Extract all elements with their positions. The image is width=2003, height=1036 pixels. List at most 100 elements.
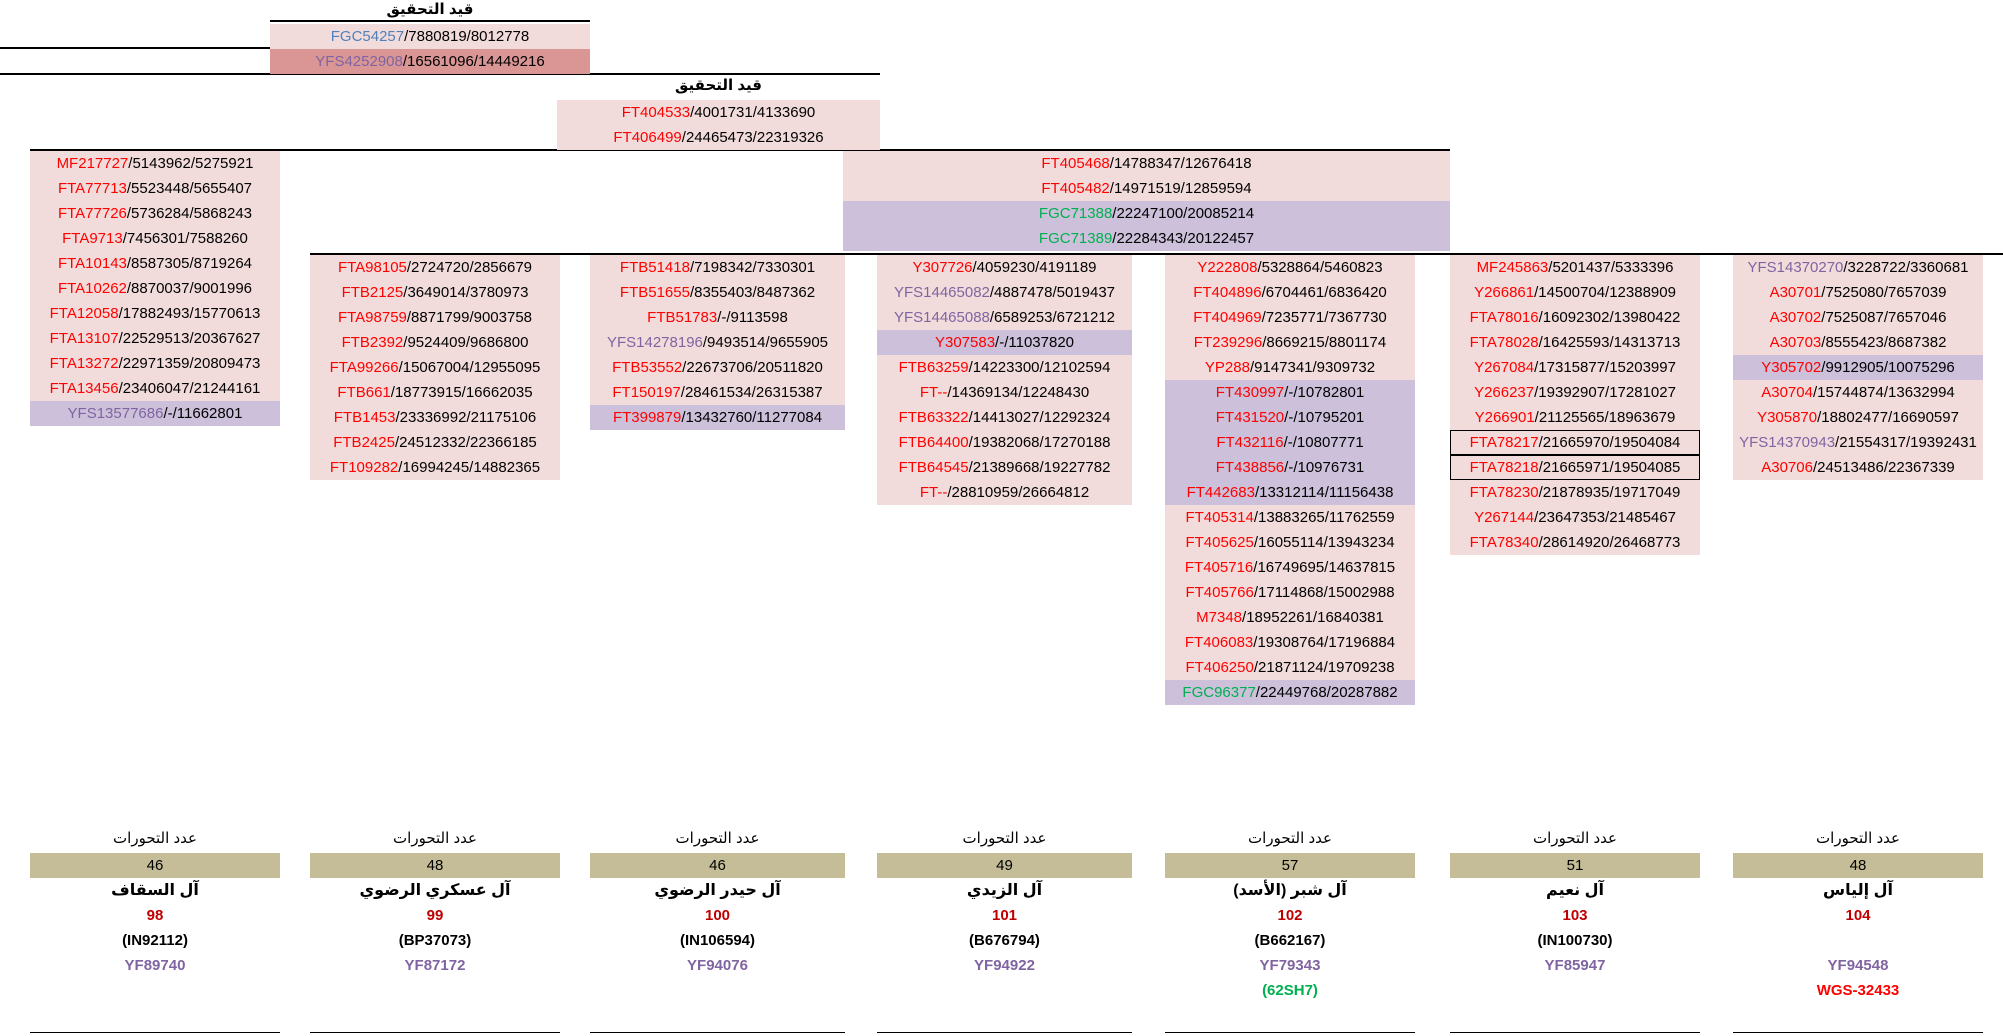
snp-name: FTA77726 — [57, 205, 127, 222]
snp-positions: /5143962/5275921 — [128, 155, 254, 172]
family-name: آل إلياس — [1823, 882, 1893, 899]
snp-positions: /4887478/5019437 — [989, 284, 1116, 301]
snp-positions: /14413027/12292324 — [968, 409, 1111, 426]
snp-positions: /8870037/9001996 — [126, 280, 253, 297]
mutation-count: 48 — [1733, 853, 1983, 878]
mutation-count: 46 — [590, 853, 845, 878]
snp-name: FT239296 — [1193, 334, 1263, 351]
mutation-count-label: عدد التحورات — [1816, 830, 1900, 847]
snp-name: FT432116 — [1216, 434, 1284, 451]
snp-name: FT404969 — [1193, 309, 1262, 326]
family-number: 103 — [1562, 907, 1588, 924]
snp-name: FTA78028 — [1469, 334, 1539, 351]
snp-positions: /23406047/21244161 — [118, 380, 261, 397]
snp-name: FTB2392 — [341, 334, 404, 351]
snp-row: YFS14278196/9493514/9655905 — [590, 330, 845, 355]
yfull-id: YF87172 — [404, 957, 466, 974]
mutation-count: 46 — [30, 853, 280, 878]
snp-name: YP288 — [1204, 359, 1250, 376]
extra-id — [30, 978, 280, 1003]
snp-positions: /5736284/5868243 — [126, 205, 253, 222]
family-name: آل نعيم — [1546, 882, 1604, 899]
snp-name: Y305702 — [1761, 359, 1822, 376]
snp-positions: /24465473/22319326 — [681, 129, 824, 146]
snp-positions: /17315877/15203997 — [1534, 359, 1676, 376]
snp-positions: /28614920/26468773 — [1538, 534, 1681, 551]
snp-positions: /23336992/21175106 — [395, 409, 537, 426]
snp-positions: /8871799/9003758 — [406, 309, 533, 326]
snp-row: FTB64545/21389668/19227782 — [877, 455, 1132, 480]
snp-name: FTB1453 — [333, 409, 396, 426]
snp-name: FT109282 — [329, 459, 399, 476]
snp-row: Y222808/5328864/5460823 — [1165, 255, 1415, 280]
branch-line-level4 — [310, 253, 2003, 255]
snp-positions: /13432760/11277084 — [681, 409, 823, 426]
section-caption: قيد التحقيق — [675, 77, 762, 94]
snp-positions: /7235771/7367730 — [1261, 309, 1387, 326]
snp-row: FT406250/21871124/19709238 — [1165, 655, 1415, 680]
snp-positions: /9147341/9309732 — [1249, 359, 1376, 376]
snp-row: Y267084/17315877/15203997 — [1450, 355, 1700, 380]
snp-row: Y305702/9912905/10075296 — [1733, 355, 1983, 380]
snp-positions: /19382068/17270188 — [968, 434, 1111, 451]
footer-divider — [877, 1032, 1132, 1033]
snp-name: Y266901 — [1474, 409, 1535, 426]
snp-positions: /18802477/16690597 — [1817, 409, 1959, 426]
snp-positions: /13312114/11156438 — [1254, 484, 1394, 501]
snp-row: FTA9713/7456301/7588260 — [30, 226, 280, 251]
snp-positions: /22284343/20122457 — [1112, 230, 1255, 247]
snp-name: A30703 — [1769, 334, 1822, 351]
snp-name: FT404896 — [1193, 284, 1262, 301]
mutation-count-label: عدد التحورات — [113, 830, 197, 847]
snp-row: FT404896/6704461/6836420 — [1165, 280, 1415, 305]
snp-row: FT150197/28461534/26315387 — [590, 380, 845, 405]
snp-name: YFS14370270 — [1747, 259, 1844, 276]
snp-row: FTB2392/9524409/9686800 — [310, 330, 560, 355]
mutation-count: 48 — [310, 853, 560, 878]
snp-name: FT406250 — [1185, 659, 1254, 676]
snp-name: FT406499 — [613, 129, 682, 146]
snp-name: A30704 — [1761, 384, 1813, 401]
snp-name: Y222808 — [1197, 259, 1258, 276]
snp-name: FTB2125 — [341, 284, 404, 301]
kit-code: (B676794) — [969, 932, 1040, 949]
kit-code: (IN100730) — [1537, 932, 1613, 949]
branch-line-level3 — [30, 149, 1450, 151]
snp-name: FT430997 — [1215, 384, 1285, 401]
snp-row: FTB64400/19382068/17270188 — [877, 430, 1132, 455]
snp-name: A30701 — [1769, 284, 1822, 301]
snp-name: FTB51655 — [619, 284, 690, 301]
snp-name: YFS14465082 — [893, 284, 990, 301]
snp-positions: /21878935/19717049 — [1538, 484, 1681, 501]
snp-name: FT-- — [919, 384, 948, 401]
snp-positions: /16425593/14313713 — [1538, 334, 1681, 351]
snp-positions: /21125565/18963679 — [1534, 409, 1676, 426]
snp-row: FTA78016/16092302/13980422 — [1450, 305, 1700, 330]
family-number: 101 — [991, 907, 1018, 924]
snp-row: A30703/8555423/8687382 — [1733, 330, 1983, 355]
snp-name: FTA78217 — [1469, 434, 1539, 451]
snp-positions: /14971519/12859594 — [1109, 180, 1252, 197]
snp-name: FGC71388 — [1038, 205, 1113, 222]
snp-name: FT405482 — [1041, 180, 1110, 197]
yfull-id: YF94076 — [687, 957, 748, 974]
snp-row: Y307726/4059230/4191189 — [877, 255, 1132, 280]
snp-name: FTB64400 — [898, 434, 969, 451]
snp-row: FTA13272/22971359/20809473 — [30, 351, 280, 376]
snp-name: FT405625 — [1185, 534, 1254, 551]
snp-name: FT406083 — [1184, 634, 1254, 651]
snp-row: FT442683/13312114/11156438 — [1165, 480, 1415, 505]
snp-positions: /8669215/8801174 — [1262, 334, 1387, 351]
snp-positions: /9912905/10075296 — [1821, 359, 1955, 376]
snp-row: YFS13577686/-/11662801 — [30, 401, 280, 426]
snp-row: FT109282/16994245/14882365 — [310, 455, 560, 480]
snp-row: M7348/18952261/16840381 — [1165, 605, 1415, 630]
snp-row: A30702/7525087/7657046 — [1733, 305, 1983, 330]
